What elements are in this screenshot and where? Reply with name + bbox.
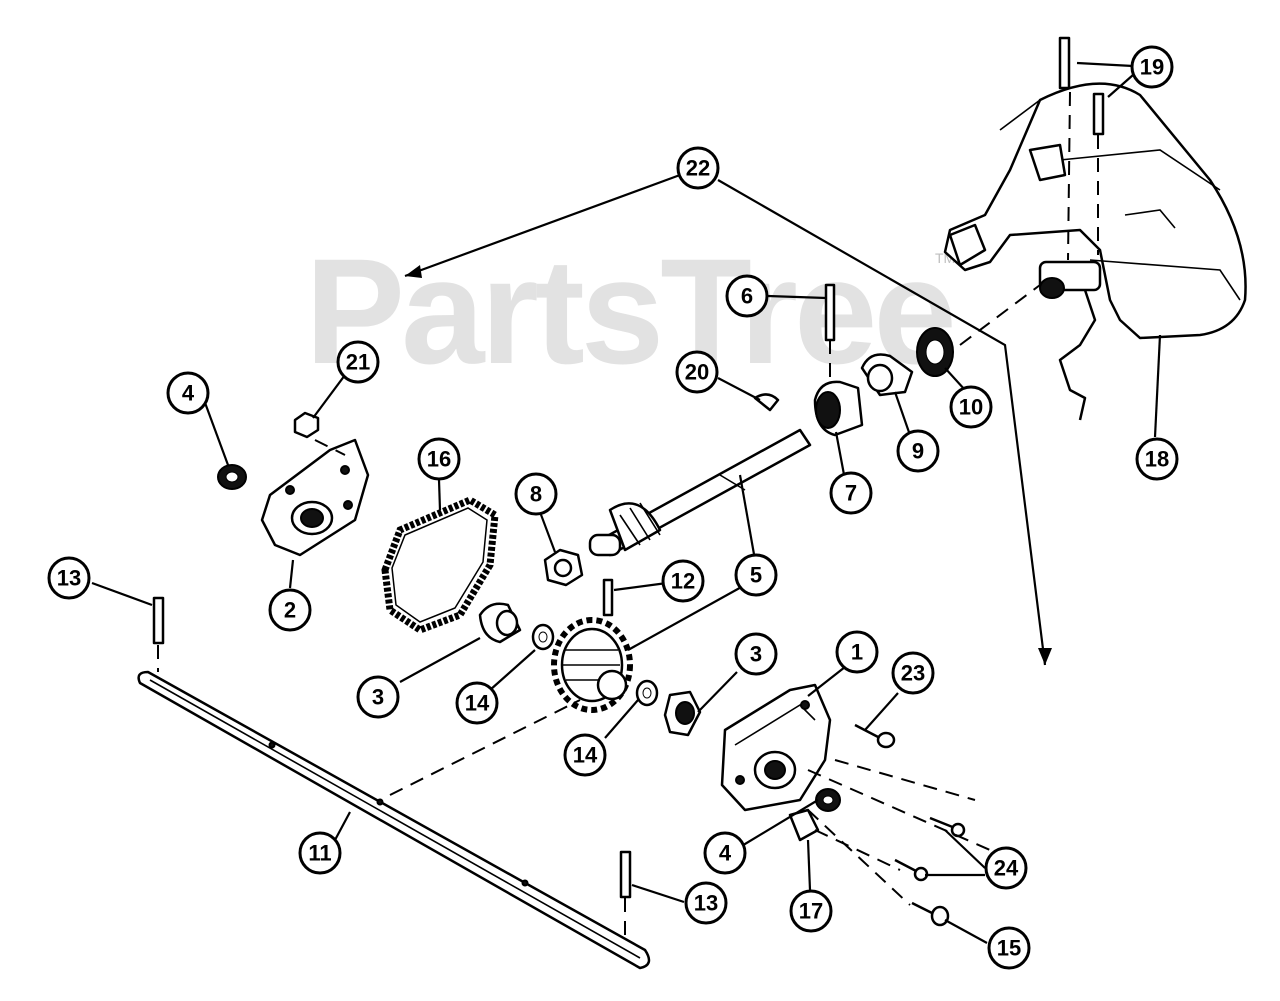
callout-8: 8	[514, 472, 558, 516]
bolt-17-illustration	[788, 808, 820, 842]
screw-23-illustration	[854, 723, 896, 749]
svg-text:22: 22	[686, 156, 710, 181]
callout-9: 9	[896, 429, 940, 473]
svg-text:18: 18	[1145, 447, 1169, 472]
housing-illustration	[943, 82, 1247, 421]
svg-text:21: 21	[346, 350, 370, 375]
svg-text:1: 1	[851, 640, 863, 665]
svg-text:6: 6	[741, 284, 753, 309]
pin-6-illustration	[824, 283, 836, 342]
svg-text:8: 8	[530, 482, 542, 507]
gearcase-1-illustration	[720, 683, 832, 812]
assembly-lines	[157, 91, 1099, 935]
svg-text:20: 20	[685, 360, 709, 385]
collar-7-illustration	[813, 380, 864, 437]
callout-11: 11	[298, 831, 342, 875]
svg-text:13: 13	[57, 566, 81, 591]
bearing-9-illustration	[860, 353, 914, 397]
nut-4-right-illustration	[815, 788, 841, 812]
callout-7: 7	[829, 471, 873, 515]
pin-19a-illustration	[1058, 36, 1071, 90]
callout-12: 12	[661, 559, 705, 603]
callout-13-right: 13	[684, 881, 728, 925]
svg-text:3: 3	[750, 642, 762, 667]
callout-16: 15	[987, 926, 1031, 970]
callout-5: 5	[734, 553, 778, 597]
svg-text:7: 7	[845, 481, 857, 506]
worm-gear-illustration	[551, 617, 633, 713]
svg-text:16: 16	[427, 447, 451, 472]
svg-text:23: 23	[901, 661, 925, 686]
callout-17: 17	[789, 889, 833, 933]
callout-20: 20	[675, 350, 719, 394]
callout-23: 23	[891, 651, 935, 695]
callout-1: 1	[835, 630, 879, 674]
pin-13b-illustration	[619, 850, 632, 899]
callout-21: 21	[336, 340, 380, 384]
washer-14-left-illustration	[531, 623, 555, 651]
callout-10: 10	[949, 385, 993, 429]
svg-text:12: 12	[671, 569, 695, 594]
callout-13-left: 13	[47, 556, 91, 600]
callout-22: 22	[676, 146, 720, 190]
leader-lines	[91, 61, 1162, 944]
svg-text:14: 14	[465, 691, 490, 716]
svg-text:13: 13	[694, 891, 718, 916]
seal-10-illustration	[916, 327, 954, 377]
worm-shaft-5-illustration	[588, 428, 812, 557]
callout-4-right: 4	[703, 831, 747, 875]
svg-text:4: 4	[719, 841, 732, 866]
pin-19b-illustration	[1092, 92, 1105, 136]
nut-8-illustration	[543, 548, 584, 587]
svg-text:19: 19	[1140, 55, 1164, 80]
svg-text:9: 9	[912, 439, 924, 464]
pin-12-illustration	[602, 578, 614, 617]
svg-text:3: 3	[372, 685, 384, 710]
svg-text:17: 17	[799, 899, 823, 924]
nut-4-left-illustration	[217, 464, 247, 490]
svg-text:11: 11	[308, 841, 331, 866]
screw-16-illustration	[911, 901, 950, 927]
svg-text:5: 5	[750, 563, 762, 588]
washer-14-right-illustration	[635, 679, 659, 707]
pin-13a-illustration	[152, 596, 165, 645]
axle-11-illustration	[137, 670, 651, 970]
callout-3-right: 3	[734, 632, 778, 676]
callout-14-right: 14	[563, 733, 607, 777]
callout-6: 6	[725, 274, 769, 318]
callout-4-left: 4	[166, 371, 210, 415]
callout-19: 19	[1130, 45, 1174, 89]
svg-text:10: 10	[959, 395, 983, 420]
bushing-3-right-illustration	[663, 690, 702, 737]
key-20-illustration	[753, 393, 780, 412]
gasket-15-illustration	[381, 496, 499, 634]
bushing-3-left-illustration	[478, 602, 522, 644]
gearcase-2-illustration	[260, 438, 370, 557]
svg-text:4: 4	[182, 381, 195, 406]
callout-14-left: 14	[455, 681, 499, 725]
callout-15: 16	[417, 437, 461, 481]
svg-text:24: 24	[994, 856, 1019, 881]
svg-text:2: 2	[284, 598, 296, 623]
callout-18: 18	[1135, 437, 1179, 481]
callout-3-left: 3	[356, 675, 400, 719]
svg-text:15: 15	[997, 936, 1021, 961]
callout-24: 24	[984, 846, 1028, 890]
callout-2: 2	[268, 588, 312, 632]
svg-text:14: 14	[573, 743, 598, 768]
nut-21-illustration	[293, 411, 320, 439]
